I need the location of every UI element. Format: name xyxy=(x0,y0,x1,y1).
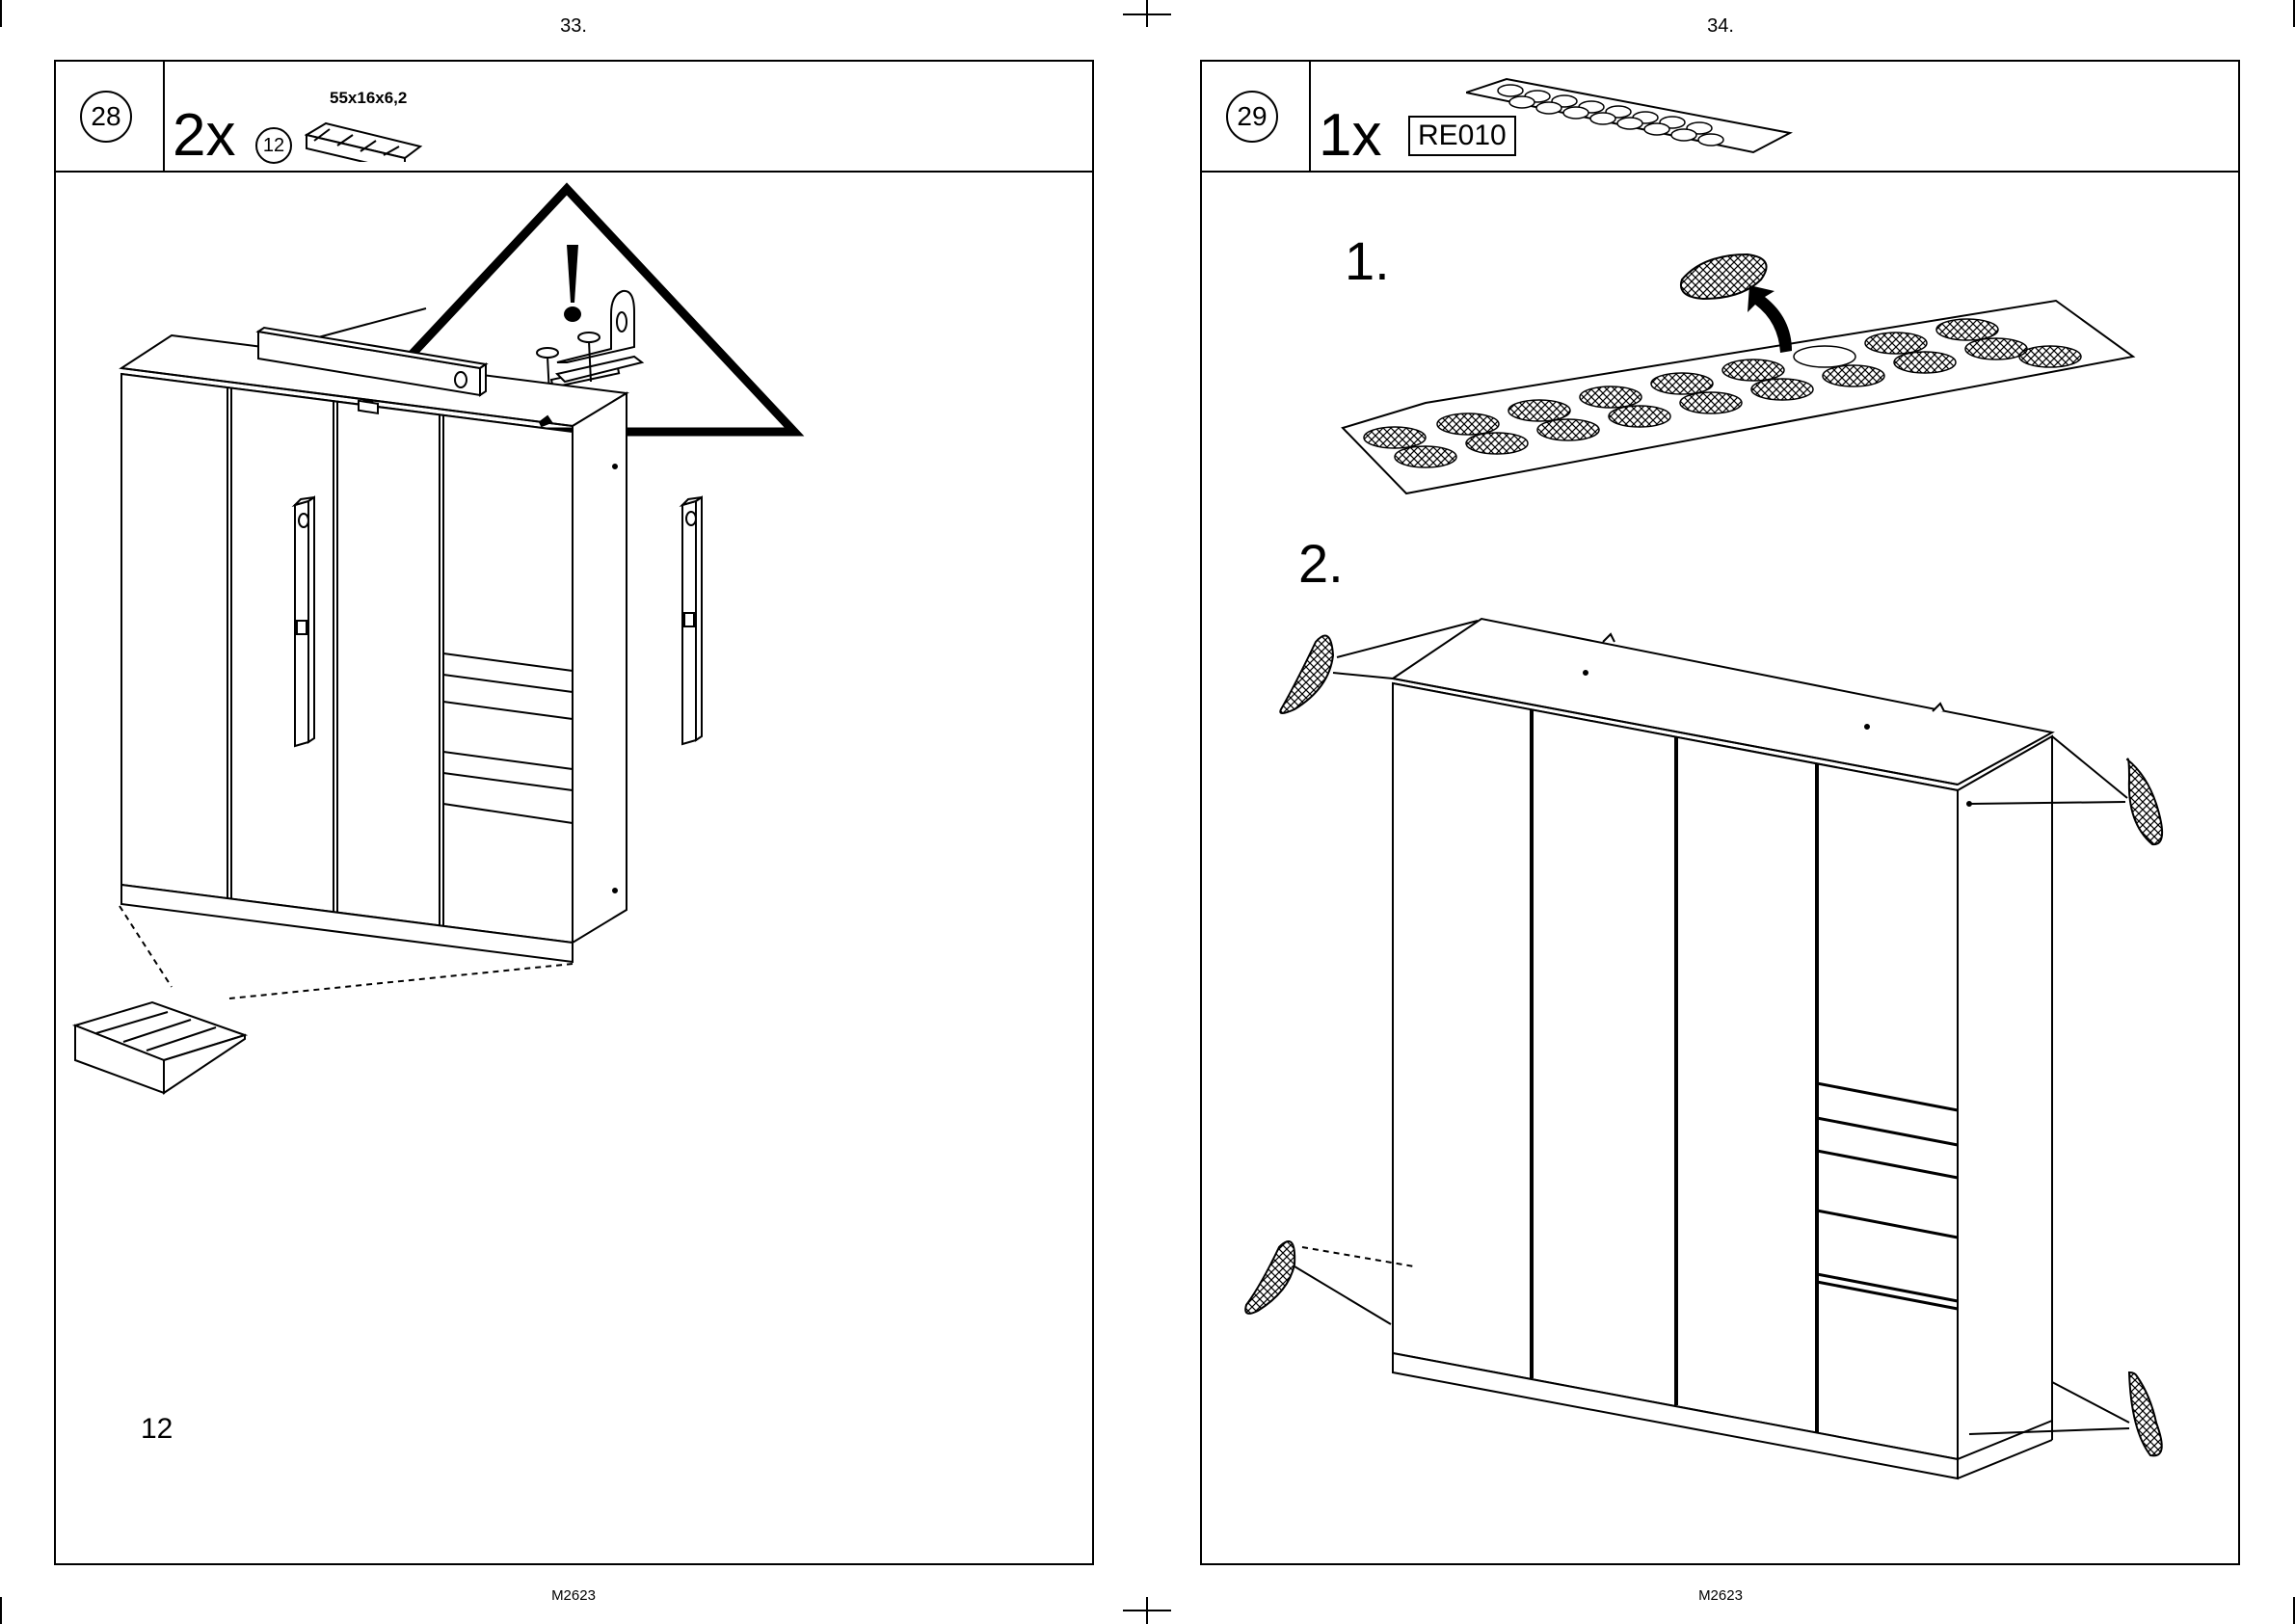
peel-arrow-icon xyxy=(1748,285,1792,353)
crop-mark xyxy=(1123,1610,1171,1611)
page-number-right: 34. xyxy=(1682,15,1759,38)
wedge-shim-icon xyxy=(75,1002,245,1093)
callout-part-number: 12 xyxy=(141,1413,173,1446)
wardrobe-illustration xyxy=(1393,619,2052,1478)
assembly-illustration-step-29 xyxy=(1202,62,2238,1563)
document-code-right: M2623 xyxy=(1663,1587,1778,1604)
crop-mark xyxy=(0,1597,2,1624)
crop-mark xyxy=(0,0,2,27)
instruction-panel-step-29: 29 1x RE010 1. 2. xyxy=(1200,60,2240,1565)
wardrobe-illustration xyxy=(121,335,627,962)
instruction-panel-step-28: 28 2x 12 55x16x6,2 xyxy=(54,60,1094,1565)
crop-mark xyxy=(1123,13,1171,15)
page-number-left: 33. xyxy=(535,15,612,38)
assembly-illustration-step-28 xyxy=(56,62,1092,1563)
felt-pad-sheet-icon xyxy=(1343,301,2133,493)
document-code-left: M2623 xyxy=(516,1587,631,1604)
spirit-level-icon xyxy=(682,497,702,744)
spirit-level-icon xyxy=(295,497,314,746)
